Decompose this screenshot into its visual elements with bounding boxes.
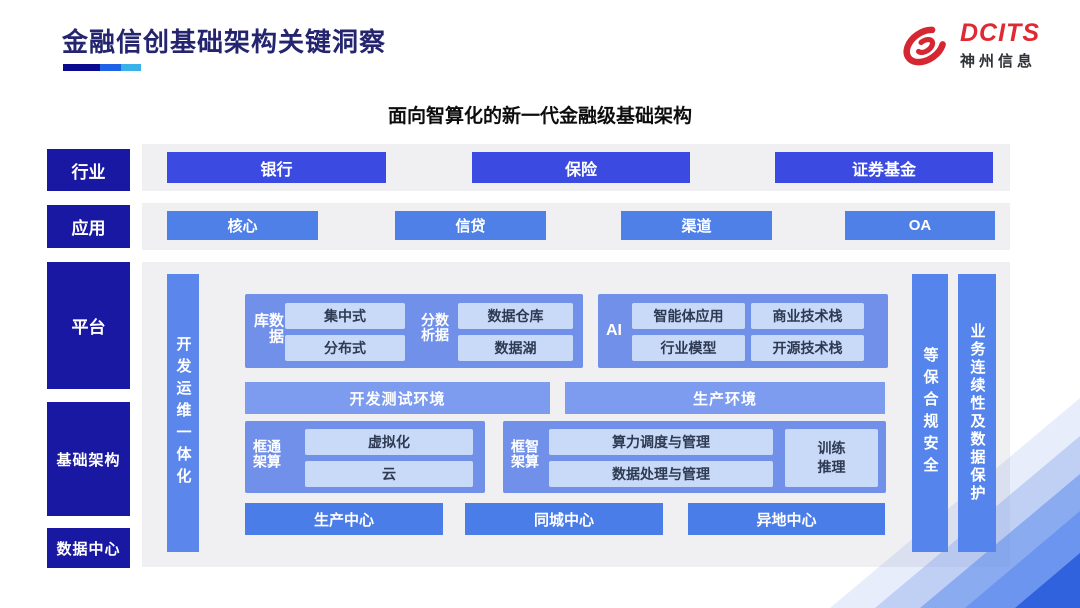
production-env-bar: 生产环境 [565,382,885,414]
data-lake-chip: 数据湖 [458,335,573,361]
logo-company-text: 神州信息 [960,52,1037,70]
database-centralized-chip: 集中式 [285,303,405,329]
underline-segment-cyan [121,64,141,71]
virtualization-chip: 虚拟化 [305,429,473,455]
database-group: 数据库 集中式 分布式 [245,294,420,368]
training-inference-label: 训练推理 [817,440,846,475]
continuity-bar-label: 业务连续性及数据保护 [968,323,986,503]
devops-bar-label: 开发运维一体化 [174,336,192,490]
training-inference-chip: 训练推理 [785,429,878,487]
industry-insurance-box: 保险 [472,152,690,183]
logo-brand-text: DCITS [960,19,1040,47]
compute-scheduling-chip: 算力调度与管理 [549,429,773,455]
analytics-group-label: 数据分析 [420,312,450,343]
sidebar-item-datacenter: 数据中心 [47,528,130,568]
security-bar-label: 等保合规安全 [921,347,939,479]
underline-segment-dark [63,64,100,71]
title-underline [63,64,141,71]
corner-stripe-5 [1015,553,1080,608]
data-warehouse-chip: 数据仓库 [458,303,573,329]
database-group-label: 数据库 [252,312,284,345]
diagram-title: 面向智算化的新一代金融级基础架构 [387,106,692,127]
industry-bank-box: 银行 [167,152,386,183]
app-core-box: 核心 [167,211,318,240]
company-logo: DCITS 神州信息 [896,19,1040,72]
data-processing-chip: 数据处理与管理 [549,461,773,487]
underline-segment-blue [100,64,121,71]
dcits-swirl-icon [903,26,947,66]
ai-commercial-stack-chip: 商业技术栈 [751,303,864,329]
sidebar-item-application: 应用 [47,205,130,248]
intelligent-framework-group: 智算框架 算力调度与管理 数据处理与管理 训练推理 [503,421,886,493]
cloud-chip: 云 [305,461,473,487]
database-distributed-chip: 分布式 [285,335,405,361]
app-oa-box: OA [845,211,995,240]
general-framework-label: 通算框架 [252,439,282,469]
general-framework-group: 通算框架 虚拟化 云 [245,421,485,493]
dev-test-env-bar: 开发测试环境 [245,382,550,414]
remote-center-bar: 异地中心 [688,503,885,535]
ai-industry-model-chip: 行业模型 [632,335,745,361]
analytics-group: 数据分析 数据仓库 数据湖 [413,294,583,368]
devops-vertical-bar: 开发运维一体化 [167,274,199,552]
sidebar-item-industry: 行业 [47,149,130,191]
sidebar-item-infrastructure: 基础架构 [47,402,130,516]
production-center-bar: 生产中心 [245,503,443,535]
page-title: 金融信创基础架构关键洞察 [62,27,387,57]
ai-agent-app-chip: 智能体应用 [632,303,745,329]
app-channel-box: 渠道 [621,211,772,240]
app-credit-box: 信贷 [395,211,546,240]
continuity-vertical-bar: 业务连续性及数据保护 [958,274,996,552]
ai-group: AI 智能体应用 商业技术栈 行业模型 开源技术栈 [598,294,888,368]
samecity-center-bar: 同城中心 [465,503,663,535]
ai-group-label: AI [606,322,622,339]
industry-securities-box: 证券基金 [775,152,993,183]
security-vertical-bar: 等保合规安全 [912,274,948,552]
sidebar-item-platform: 平台 [47,262,130,389]
intelligent-framework-label: 智算框架 [510,439,540,469]
ai-opensource-stack-chip: 开源技术栈 [751,335,864,361]
